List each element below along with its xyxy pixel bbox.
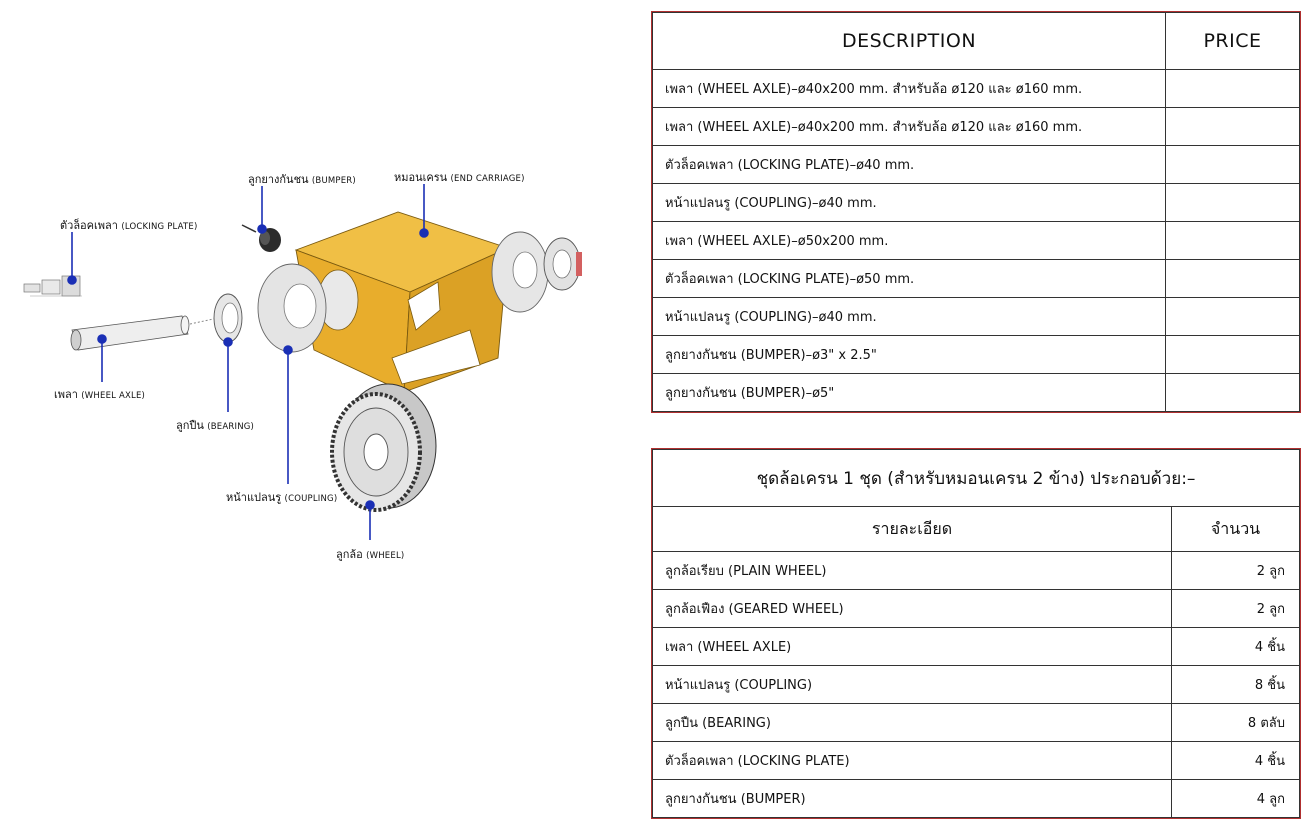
- table-row: หน้าแปลนรู (COUPLING)–ø40 mm.: [652, 297, 1300, 336]
- bumper-label-thai: ลูกยางกันชน: [248, 173, 309, 186]
- bearing-label-eng: (BEARING): [207, 422, 255, 432]
- bumper-label-eng: (BUMPER): [311, 176, 356, 186]
- item-cell: ลูกปืน (BEARING): [652, 703, 1172, 742]
- diagram-drawing: [23, 184, 582, 540]
- table-row: ตัวล็อคเพลา (LOCKING PLATE)–ø40 mm.: [652, 145, 1300, 184]
- price-cell: [1165, 145, 1300, 184]
- table-row: เพลา (WHEEL AXLE)–ø50x200 mm.: [652, 221, 1300, 260]
- price-cell: [1165, 221, 1300, 260]
- quantity-cell: 8 ตลับ: [1171, 703, 1300, 742]
- coupling-part: [257, 263, 327, 353]
- description-cell: เพลา (WHEEL AXLE)–ø40x200 mm. สำหรับล้อ …: [652, 69, 1166, 108]
- description-cell: เพลา (WHEEL AXLE)–ø50x200 mm.: [652, 221, 1166, 260]
- geared-wheel-part: [330, 383, 437, 512]
- callout-lines: [67, 184, 429, 540]
- wheel-axle-part: [70, 315, 219, 351]
- table-row: เพลา (WHEEL AXLE)–ø40x200 mm. สำหรับล้อ …: [652, 69, 1300, 108]
- bearing-label-thai: ลูกปืน: [176, 419, 204, 432]
- description-header: DESCRIPTION: [652, 12, 1166, 70]
- price-table-header-row: DESCRIPTION PRICE: [652, 12, 1300, 70]
- description-cell: เพลา (WHEEL AXLE)–ø40x200 mm. สำหรับล้อ …: [652, 107, 1166, 146]
- description-cell: หน้าแปลนรู (COUPLING)–ø40 mm.: [652, 183, 1166, 222]
- parts-table: ชุดล้อเครน 1 ชุด (สำหรับหมอนเครน 2 ข้าง)…: [651, 448, 1301, 819]
- price-cell: [1165, 373, 1300, 412]
- quantity-cell: 2 ลูก: [1171, 589, 1300, 628]
- item-cell: ลูกล้อเรียบ (PLAIN WHEEL): [652, 551, 1172, 590]
- description-cell: ตัวล็อคเพลา (LOCKING PLATE)–ø40 mm.: [652, 145, 1166, 184]
- table-row: ลูกล้อเรียบ (PLAIN WHEEL) 2 ลูก: [652, 551, 1300, 590]
- description-cell: ลูกยางกันชน (BUMPER)–ø3" x 2.5": [652, 335, 1166, 374]
- detail-header: รายละเอียด: [652, 506, 1172, 552]
- quantity-cell: 4 ลูก: [1171, 779, 1300, 818]
- locking-plate-label-eng: (LOCKING PLATE): [121, 222, 198, 232]
- parts-table-caption: ชุดล้อเครน 1 ชุด (สำหรับหมอนเครน 2 ข้าง)…: [652, 449, 1300, 507]
- end-carriage-label-eng: (END CARRIAGE): [450, 174, 525, 184]
- coupling-label-eng: (COUPLING): [284, 494, 338, 504]
- wheel-label-thai: ลูกล้อ: [336, 548, 363, 561]
- right-coupling-part: [491, 231, 582, 313]
- table-row: เพลา (WHEEL AXLE) 4 ชิ้น: [652, 627, 1300, 666]
- table-row: ตัวล็อคเพลา (LOCKING PLATE) 4 ชิ้น: [652, 741, 1300, 780]
- wheel-axle-label-thai: เพลา: [54, 388, 78, 401]
- price-cell: [1165, 107, 1300, 146]
- parts-caption-row: ชุดล้อเครน 1 ชุด (สำหรับหมอนเครน 2 ข้าง)…: [652, 449, 1300, 507]
- price-cell: [1165, 335, 1300, 374]
- quantity-header: จำนวน: [1171, 506, 1300, 552]
- end-carriage-part: [294, 211, 510, 393]
- quantity-cell: 8 ชิ้น: [1171, 665, 1300, 704]
- description-cell: หน้าแปลนรู (COUPLING)–ø40 mm.: [652, 297, 1166, 336]
- bumper-part: [241, 224, 281, 252]
- item-cell: ลูกล้อเฟือง (GEARED WHEEL): [652, 589, 1172, 628]
- item-cell: ตัวล็อคเพลา (LOCKING PLATE): [652, 741, 1172, 780]
- price-table: DESCRIPTION PRICE เพลา (WHEEL AXLE)–ø40x…: [651, 11, 1301, 413]
- locking-plate-label-thai: ตัวล็อคเพลา: [60, 219, 118, 232]
- table-row: หน้าแปลนรู (COUPLING)–ø40 mm.: [652, 183, 1300, 222]
- quantity-cell: 2 ลูก: [1171, 551, 1300, 590]
- parts-header-row: รายละเอียด จำนวน: [652, 506, 1300, 552]
- exploded-diagram: ลูกยางกันชน (BUMPER) หมอนเครน (END CARRI…: [0, 0, 640, 825]
- table-row: ลูกยางกันชน (BUMPER)–ø3" x 2.5": [652, 335, 1300, 374]
- price-cell: [1165, 259, 1300, 298]
- bearing-part: [213, 293, 243, 343]
- table-row: ตัวล็อคเพลา (LOCKING PLATE)–ø50 mm.: [652, 259, 1300, 298]
- locking-plate-callout: ตัวล็อคเพลา (LOCKING PLATE): [60, 216, 198, 234]
- table-row: ลูกยางกันชน (BUMPER) 4 ลูก: [652, 779, 1300, 818]
- table-row: ลูกปืน (BEARING) 8 ตลับ: [652, 703, 1300, 742]
- wheel-label-eng: (WHEEL): [366, 551, 405, 561]
- end-carriage-label-thai: หมอนเครน: [394, 171, 448, 184]
- price-header: PRICE: [1165, 12, 1300, 70]
- table-row: หน้าแปลนรู (COUPLING) 8 ชิ้น: [652, 665, 1300, 704]
- table-row: ลูกล้อเฟือง (GEARED WHEEL) 2 ลูก: [652, 589, 1300, 628]
- table-row: ลูกยางกันชน (BUMPER)–ø5": [652, 373, 1300, 412]
- bearing-callout: ลูกปืน (BEARING): [176, 416, 254, 434]
- description-cell: ลูกยางกันชน (BUMPER)–ø5": [652, 373, 1166, 412]
- quantity-cell: 4 ชิ้น: [1171, 627, 1300, 666]
- coupling-callout: หน้าแปลนรู (COUPLING): [226, 488, 337, 506]
- item-cell: เพลา (WHEEL AXLE): [652, 627, 1172, 666]
- description-cell: ตัวล็อคเพลา (LOCKING PLATE)–ø50 mm.: [652, 259, 1166, 298]
- table-row: เพลา (WHEEL AXLE)–ø40x200 mm. สำหรับล้อ …: [652, 107, 1300, 146]
- item-cell: ลูกยางกันชน (BUMPER): [652, 779, 1172, 818]
- bumper-callout: ลูกยางกันชน (BUMPER): [248, 170, 356, 188]
- end-carriage-callout: หมอนเครน (END CARRIAGE): [394, 168, 525, 186]
- price-cell: [1165, 69, 1300, 108]
- quantity-cell: 4 ชิ้น: [1171, 741, 1300, 780]
- price-cell: [1165, 297, 1300, 336]
- wheel-axle-label-eng: (WHEEL AXLE): [81, 391, 146, 401]
- wheel-callout: ลูกล้อ (WHEEL): [336, 545, 404, 563]
- coupling-label-thai: หน้าแปลนรู: [226, 491, 282, 504]
- price-cell: [1165, 183, 1300, 222]
- item-cell: หน้าแปลนรู (COUPLING): [652, 665, 1172, 704]
- wheel-axle-callout: เพลา (WHEEL AXLE): [54, 385, 145, 403]
